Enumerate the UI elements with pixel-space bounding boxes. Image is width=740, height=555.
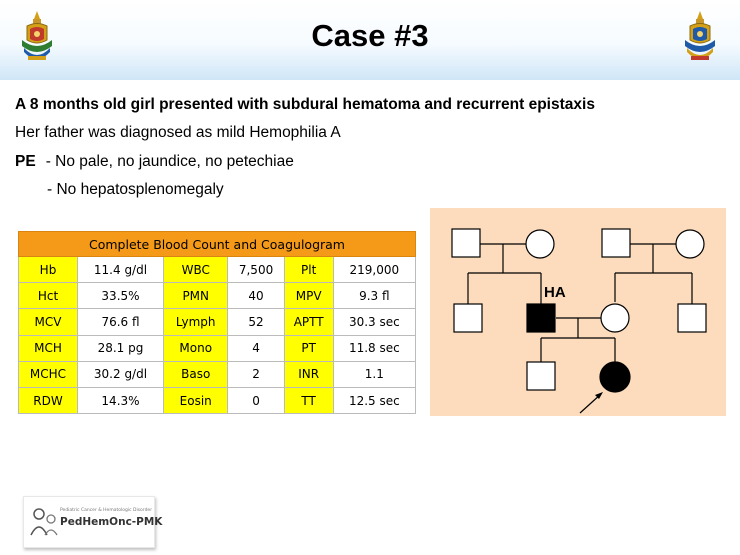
cbc-coagulogram-table: Complete Blood Count and Coagulogram Hb … [18,231,417,415]
lab-value: 11.4 g/dl [76,255,164,284]
lab-key: Mono [162,334,229,362]
lab-value: 40 [227,282,285,310]
lab-value: 30.3 sec [332,308,417,336]
lab-value: 28.1 pg [76,334,164,362]
lab-key: PT [283,334,334,362]
lab-value: 14.3% [76,386,164,415]
pe-label: PE [15,153,36,170]
lab-key: Plt [283,255,334,284]
affected-label: HA [544,284,566,301]
lab-value: 0 [227,386,285,415]
pe-finding-1: - No pale, no jaundice, no petechiae [45,153,294,170]
table-caption: Complete Blood Count and Coagulogram [18,231,416,257]
slide-title: Case #3 [311,18,429,53]
lab-key: MCHC [18,360,78,388]
table-row: Hct 33.5% PMN 40 MPV 9.3 fl [18,282,417,310]
lab-key: Lymph [162,308,229,336]
doctor-icon [30,508,58,536]
pedhemonc-logo: Pediatric Cancer & Hematologic Disorder … [23,496,162,548]
table-row: RDW 14.3% Eosin 0 TT 12.5 sec [18,386,417,415]
lab-key: PMN [162,282,229,310]
lab-value: 9.3 fl [332,282,417,310]
lab-value: 11.8 sec [332,334,417,362]
paternal-grandfather [451,228,481,258]
table-row: MCV 76.6 fl Lymph 52 APTT 30.3 sec [18,308,417,336]
emblem-right-icon [685,11,715,60]
lab-key: Hct [18,282,78,310]
affected-father [526,303,556,333]
emblem-left-icon [22,11,52,60]
lab-key: MPV [283,282,334,310]
paternal-uncle [453,303,483,333]
lab-key: Baso [162,360,229,388]
proband-arrow-icon [579,392,603,414]
lab-key: APTT [283,308,334,336]
lab-value: 12.5 sec [332,386,417,415]
lab-value: 7,500 [227,255,285,284]
maternal-grandmother [675,229,705,259]
pedigree-chart: HA [451,228,707,414]
lab-value: 33.5% [76,282,164,310]
family-history-line: Her father was diagnosed as mild Hemophi… [15,124,341,141]
lab-key: Hb [18,255,78,284]
affected-proband [599,361,631,393]
mother [600,303,630,333]
lab-value: 219,000 [332,255,417,284]
lab-value: 2 [227,360,285,388]
lab-value: 4 [227,334,285,362]
pedigree-panel: HA [430,208,726,416]
lab-value: 1.1 [332,360,417,388]
maternal-uncle [677,303,707,333]
table-row: Hb 11.4 g/dl WBC 7,500 Plt 219,000 [18,255,417,284]
brother [526,361,556,391]
lab-key: INR [283,360,334,388]
lab-key: Eosin [162,386,229,415]
lab-value: 76.6 fl [76,308,164,336]
lab-value: 30.2 g/dl [76,360,164,388]
pe-line-1: PE - No pale, no jaundice, no petechiae [15,153,294,171]
history-line: A 8 months old girl presented with subdu… [15,96,595,113]
pe-finding-2: - No hepatosplenomegaly [47,181,224,198]
title-bar: Case #3 [0,0,740,80]
logo-name: PedHemOnc-PMK [60,516,163,528]
table-row: MCHC 30.2 g/dl Baso 2 INR 1.1 [18,360,417,388]
lab-value: 52 [227,308,285,336]
lab-key: MCV [18,308,78,336]
lab-key: TT [283,386,334,415]
lab-key: WBC [162,255,229,284]
lab-key: MCH [18,334,78,362]
lab-key: RDW [18,386,78,415]
logo-subtitle: Pediatric Cancer & Hematologic Disorder [60,508,153,513]
paternal-grandmother [525,229,555,259]
maternal-grandfather [601,228,631,258]
table-row: MCH 28.1 pg Mono 4 PT 11.8 sec [18,334,417,362]
